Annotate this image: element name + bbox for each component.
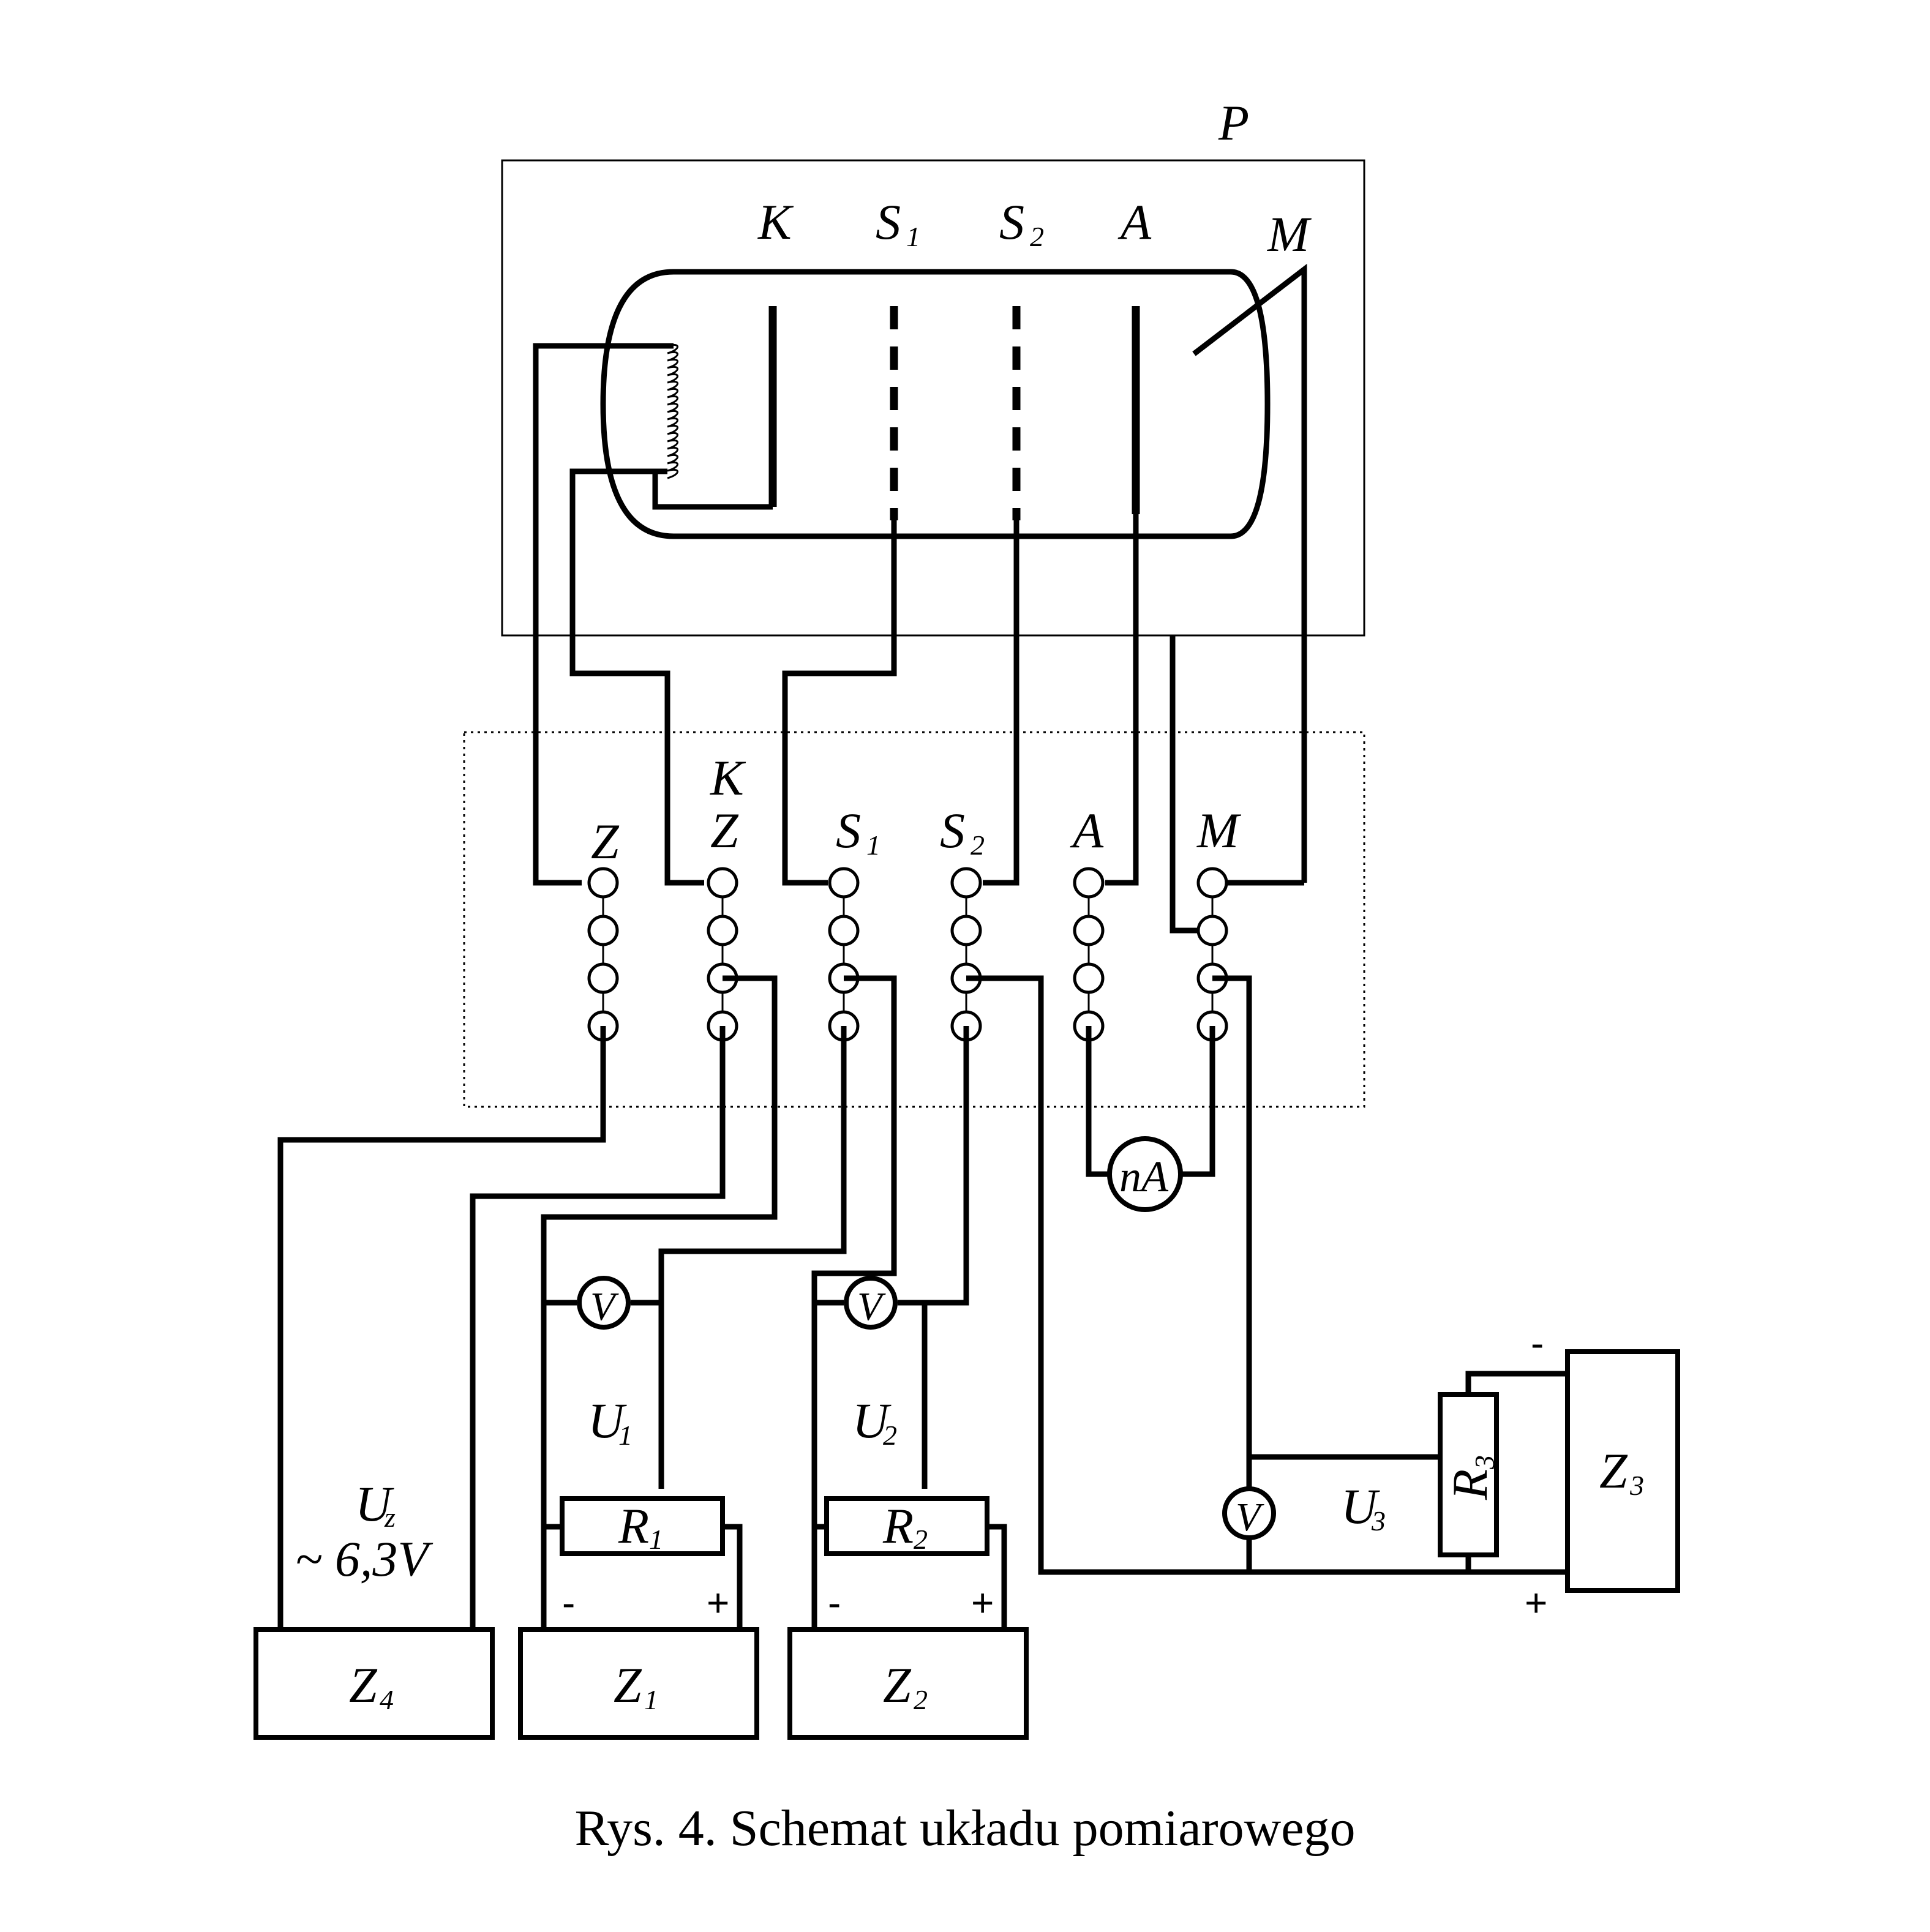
s1-lead xyxy=(782,520,897,886)
resistor-r2 xyxy=(824,1496,989,1556)
u3-sub: 3 xyxy=(1371,1505,1386,1537)
supply-z3-label: Z xyxy=(1599,1443,1628,1499)
tube-label-k: K xyxy=(757,194,794,250)
z2-plus: + xyxy=(971,1581,994,1625)
resistor-r1-label: R xyxy=(618,1498,649,1554)
heater-lead-2 xyxy=(569,468,704,886)
supply-z3-box xyxy=(1565,1349,1680,1593)
supply-z1-label: Z xyxy=(614,1657,642,1713)
voltmeter-v1-label: V xyxy=(590,1284,619,1329)
u1-label: U xyxy=(588,1393,627,1448)
terminal-column-z xyxy=(587,867,619,1042)
voltmeter-v2-label: V xyxy=(857,1284,886,1329)
terminal-column-kz xyxy=(707,867,738,1042)
voltmeter-v3-label: V xyxy=(1236,1495,1264,1540)
resistor-r2-label: R xyxy=(882,1498,914,1554)
z1-minus: - xyxy=(562,1581,575,1625)
electrode-m xyxy=(1192,263,1307,883)
supply-z2-box xyxy=(787,1627,1029,1740)
terminal-column-a xyxy=(1073,867,1105,1042)
heater-voltage-sub: z xyxy=(384,1502,396,1533)
heater-lead-1 xyxy=(533,343,674,886)
terminal-label-s1: S xyxy=(836,803,861,858)
tube-label-s2-sub: 2 xyxy=(1030,221,1044,252)
supply-z4-sub: 4 xyxy=(380,1684,394,1715)
s2-lead xyxy=(983,520,1019,886)
u2-label: U xyxy=(852,1393,892,1448)
voltmeter-v1 xyxy=(577,1276,631,1330)
nanoammeter-wire xyxy=(1086,1026,1215,1177)
s1-supply-wire-1 xyxy=(541,975,778,1630)
s2-supply-wire-1 xyxy=(811,975,897,1630)
voltmeter-v3 xyxy=(1222,1486,1276,1540)
s2-return-wire xyxy=(966,975,1568,1575)
z3-plus: + xyxy=(1525,1581,1547,1625)
supply-z4-label: Z xyxy=(349,1657,378,1713)
r3-supply-wire xyxy=(1465,1371,1568,1572)
resistor-r3-label: R xyxy=(1442,1469,1498,1500)
supply-z1-sub: 1 xyxy=(644,1684,658,1715)
u3-label: U xyxy=(1341,1478,1380,1534)
u1-sub: 1 xyxy=(618,1420,633,1451)
figure-caption: Rys. 4. Schemat układu pomiarowego xyxy=(574,1800,1355,1857)
terminal-column-s2 xyxy=(950,867,982,1042)
housing-label: P xyxy=(1218,95,1249,151)
terminal-label-s2: S xyxy=(940,803,965,858)
housing-frame xyxy=(501,159,1365,637)
heater-supply-wire-2 xyxy=(470,1026,726,1630)
m-supply-wire xyxy=(1212,975,1445,1460)
tube-envelope xyxy=(600,269,1271,539)
cathode-lead xyxy=(652,471,773,510)
nanoammeter xyxy=(1107,1136,1183,1212)
u2-sub: 2 xyxy=(883,1420,897,1451)
resistor-r2-sub: 2 xyxy=(914,1524,928,1555)
nanoammeter-label: nA xyxy=(1119,1152,1169,1201)
tube-label-s1: S xyxy=(876,194,901,250)
supply-z1-box xyxy=(518,1627,759,1740)
terminal-label-k: K xyxy=(710,750,746,806)
resistor-r1-sub: 1 xyxy=(649,1524,663,1555)
terminal-column-m xyxy=(1196,867,1228,1042)
terminal-label-m: M xyxy=(1196,803,1242,858)
tube-label-a: A xyxy=(1117,194,1152,250)
voltmeter-v2 xyxy=(844,1276,898,1330)
r1-supply-wire xyxy=(544,1524,743,1630)
r2-supply-wire xyxy=(814,1524,1007,1630)
heater-voltage-value: ~ 6,3V xyxy=(295,1531,433,1587)
terminal-label-s2-sub: 2 xyxy=(971,829,985,861)
terminal-label-s1-sub: 1 xyxy=(866,829,881,861)
anode-lead xyxy=(1105,514,1139,886)
m-bridge-lead xyxy=(1170,635,1200,934)
terminal-strip-frame xyxy=(463,731,1365,1108)
supply-z2-sub: 2 xyxy=(914,1684,928,1715)
terminal-label-z: Z xyxy=(591,814,620,869)
tube-label-s2: S xyxy=(999,194,1024,250)
z3-minus: - xyxy=(1531,1321,1544,1365)
z2-minus: - xyxy=(828,1581,841,1625)
terminal-column-s1 xyxy=(828,867,860,1042)
tube-label-m: M xyxy=(1267,206,1312,262)
heater-voltage-label: U xyxy=(355,1476,394,1532)
z1-plus: + xyxy=(707,1581,729,1625)
supply-z3-sub: 3 xyxy=(1629,1470,1644,1501)
supply-z2-label: Z xyxy=(883,1657,912,1713)
terminal-label-kz: Z xyxy=(710,803,739,858)
terminal-label-a: A xyxy=(1070,803,1104,858)
heater-supply-wire-1 xyxy=(277,1026,606,1630)
s2-supply-wire-2 xyxy=(922,1026,969,1489)
s1-supply-wire-2 xyxy=(658,1026,847,1489)
heater-filament xyxy=(667,344,678,479)
tube-label-s1-sub: 1 xyxy=(906,221,920,252)
supply-z4-box xyxy=(253,1627,495,1740)
resistor-r1 xyxy=(560,1496,725,1556)
resistor-r3-sub: 3 xyxy=(1469,1455,1500,1470)
